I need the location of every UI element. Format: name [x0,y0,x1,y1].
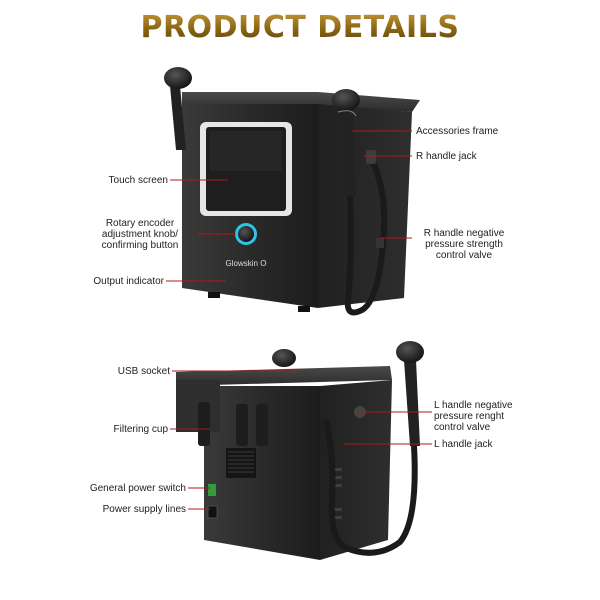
cooling-fan [226,448,256,478]
filter-cup-2 [236,404,248,446]
label-r-handle-valve: R handle negative pressure strength cont… [423,228,505,261]
rear-panel [204,386,320,560]
brand-logo: Glowskin O [226,259,267,268]
rear-view-device [176,341,424,560]
device-top-lid [182,92,420,112]
power-socket [207,505,218,519]
l-handle [404,360,420,446]
device-side-panel [318,104,412,308]
left-handle [170,86,186,150]
label-touch-screen: Touch screen [108,175,168,186]
label-filtering-cup: Filtering cup [113,424,168,435]
label-power-lines: Power supply lines [102,504,186,515]
right-handle [338,108,356,196]
label-l-handle-valve: L handle negative pressure renght contro… [434,400,513,433]
leader-lines-bottom [170,370,432,510]
label-usb-socket: USB socket [117,366,170,377]
label-power-switch: General power switch [89,483,186,494]
label-rotary-encoder: Rotary encoder adjustment knob/ confirmi… [101,218,179,251]
label-l-handle-jack: L handle jack [434,439,493,450]
power-switch [208,484,216,496]
page-title: PRODUCT DETAILS [0,10,600,45]
leader-lines-top [166,130,412,282]
right-hose [344,158,388,316]
filter-cup-1 [198,402,210,446]
front-view-device: Glowskin O [164,67,420,316]
label-output-indicator: Output indicator [93,276,164,287]
label-r-handle-jack: R handle jack [416,151,477,162]
label-accessories-frame: Accessories frame [416,126,499,137]
filter-cup-3 [256,404,268,446]
